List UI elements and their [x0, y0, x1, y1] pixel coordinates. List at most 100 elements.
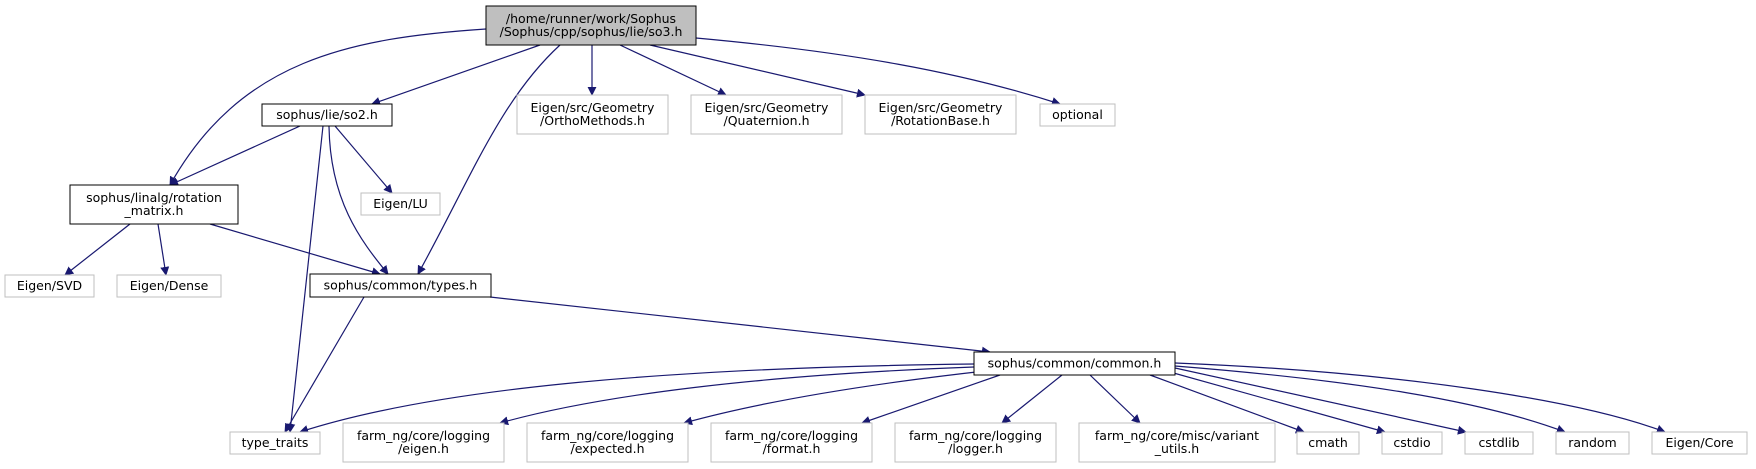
- edge-so2-to-types: [328, 125, 389, 275]
- node-label-log_expected-1: /expected.h: [571, 441, 645, 456]
- node-random: random: [1555, 431, 1630, 455]
- node-box-rotbase: [864, 94, 1017, 135]
- node-label-ortho-1: /OrthoMethods.h: [540, 113, 645, 128]
- node-optional: optional: [1039, 103, 1116, 127]
- node-label-quat-0: Eigen/src/Geometry: [705, 100, 830, 115]
- node-label-dense-0: Eigen/Dense: [130, 278, 209, 293]
- node-box-variant: [1078, 422, 1276, 463]
- node-svd: Eigen/SVD: [4, 274, 95, 298]
- node-cstdlib: cstdlib: [1464, 431, 1534, 455]
- node-label-log_eigen-1: /eigen.h: [398, 441, 449, 456]
- node-box-eigenlu: [360, 192, 441, 216]
- edge-common-to-variant: [1089, 374, 1141, 424]
- node-box-so2: [261, 103, 393, 127]
- node-cstdio: cstdio: [1381, 431, 1443, 455]
- edge-types-to-type_traits: [284, 296, 365, 433]
- node-label-rotbase-1: /RotationBase.h: [891, 113, 990, 128]
- node-box-so3: [485, 5, 697, 46]
- edge-common-to-cstdio: [1169, 371, 1386, 435]
- node-box-log_eigen: [342, 422, 505, 463]
- edge-rotmat-to-dense: [157, 223, 170, 276]
- node-label-cmath-0: cmath: [1308, 435, 1348, 450]
- node-box-eigencore: [1651, 431, 1748, 455]
- node-box-cmath: [1296, 431, 1360, 455]
- edge-rotmat-to-types: [209, 223, 381, 277]
- node-box-optional: [1039, 103, 1116, 127]
- edge-common-to-log_eigen: [499, 366, 975, 426]
- node-label-eigencore-0: Eigen/Core: [1665, 435, 1733, 450]
- node-cmath: cmath: [1296, 431, 1360, 455]
- edge-so3-to-so2: [371, 44, 541, 106]
- node-label-variant-0: farm_ng/core/misc/variant: [1095, 428, 1259, 443]
- node-label-optional-0: optional: [1052, 107, 1103, 122]
- node-label-common-0: sophus/common/common.h: [988, 356, 1162, 371]
- node-log_eigen: farm_ng/core/logging/eigen.h: [342, 422, 505, 463]
- edge-common-to-random: [1174, 365, 1566, 434]
- edge-rotmat-to-svd: [64, 223, 131, 276]
- node-label-log_logger-1: /logger.h: [948, 441, 1003, 456]
- edge-types-to-common: [489, 296, 991, 356]
- node-box-log_expected: [526, 422, 689, 463]
- node-label-types-0: sophus/common/types.h: [324, 278, 478, 293]
- edge-common-to-cmath: [1149, 374, 1305, 434]
- edge-so2-to-rotmat: [169, 125, 301, 186]
- node-dense: Eigen/Dense: [116, 274, 222, 298]
- edge-so3-to-types: [417, 44, 561, 275]
- node-label-quat-1: /Quaternion.h: [723, 113, 809, 128]
- node-label-cstdlib-0: cstdlib: [1478, 435, 1519, 450]
- node-eigencore: Eigen/Core: [1651, 431, 1748, 455]
- node-rotmat[interactable]: sophus/linalg/rotation_matrix.h: [69, 184, 239, 225]
- edges-layer: [64, 28, 1666, 435]
- node-box-log_logger: [894, 422, 1057, 463]
- node-eigenlu: Eigen/LU: [360, 192, 441, 216]
- edge-common-to-type_traits: [299, 363, 975, 434]
- node-common[interactable]: sophus/common/common.h: [973, 351, 1176, 376]
- node-box-cstdio: [1381, 431, 1443, 455]
- node-variant: farm_ng/core/misc/variant_utils.h: [1078, 422, 1276, 463]
- node-label-svd-0: Eigen/SVD: [17, 278, 82, 293]
- node-box-ortho: [516, 94, 669, 135]
- edge-so3-to-rotmat: [169, 28, 487, 186]
- edge-so3-to-quat: [619, 44, 727, 96]
- node-type_traits: type_traits: [229, 431, 321, 455]
- node-label-rotmat-1: _matrix.h: [124, 203, 184, 218]
- edge-so2-to-type_traits: [286, 125, 324, 433]
- node-label-so2-0: sophus/lie/so2.h: [276, 107, 378, 122]
- node-label-variant-1: _utils.h: [1154, 441, 1199, 456]
- node-label-log_expected-0: farm_ng/core/logging: [541, 428, 674, 443]
- edge-common-to-log_format: [861, 374, 1001, 425]
- edge-so3-to-rotbase: [649, 44, 866, 98]
- node-so2[interactable]: sophus/lie/so2.h: [261, 103, 393, 127]
- node-box-cstdlib: [1464, 431, 1534, 455]
- node-label-cstdio-0: cstdio: [1393, 435, 1430, 450]
- node-box-svd: [4, 274, 95, 298]
- node-box-log_format: [710, 422, 873, 463]
- node-box-quat: [690, 94, 843, 135]
- node-types[interactable]: sophus/common/types.h: [309, 273, 492, 298]
- node-box-random: [1555, 431, 1630, 455]
- node-log_logger: farm_ng/core/logging/logger.h: [894, 422, 1057, 463]
- node-box-rotmat: [69, 184, 239, 225]
- node-label-log_format-0: farm_ng/core/logging: [725, 428, 858, 443]
- node-quat: Eigen/src/Geometry/Quaternion.h: [690, 94, 843, 135]
- node-label-so3-0: /home/runner/work/Sophus: [506, 11, 676, 26]
- edge-common-to-eigencore: [1174, 362, 1666, 434]
- node-ortho: Eigen/src/Geometry/OrthoMethods.h: [516, 94, 669, 135]
- node-label-log_logger-0: farm_ng/core/logging: [909, 428, 1042, 443]
- edge-common-to-log_logger: [1001, 374, 1063, 424]
- edge-common-to-cstdlib: [1174, 367, 1467, 435]
- node-log_expected: farm_ng/core/logging/expected.h: [526, 422, 689, 463]
- edge-common-to-log_expected: [683, 370, 986, 426]
- node-label-ortho-0: Eigen/src/Geometry: [531, 100, 656, 115]
- node-label-so3-1: /Sophus/cpp/sophus/lie/so3.h: [500, 24, 683, 39]
- node-box-common: [973, 351, 1176, 376]
- node-label-rotbase-0: Eigen/src/Geometry: [879, 100, 1004, 115]
- node-label-eigenlu-0: Eigen/LU: [373, 196, 428, 211]
- node-box-type_traits: [229, 431, 321, 455]
- node-log_format: farm_ng/core/logging/format.h: [710, 422, 873, 463]
- node-label-log_format-1: /format.h: [763, 441, 821, 456]
- node-so3[interactable]: /home/runner/work/Sophus/Sophus/cpp/soph…: [485, 5, 697, 46]
- node-box-dense: [116, 274, 222, 298]
- node-label-log_eigen-0: farm_ng/core/logging: [357, 428, 490, 443]
